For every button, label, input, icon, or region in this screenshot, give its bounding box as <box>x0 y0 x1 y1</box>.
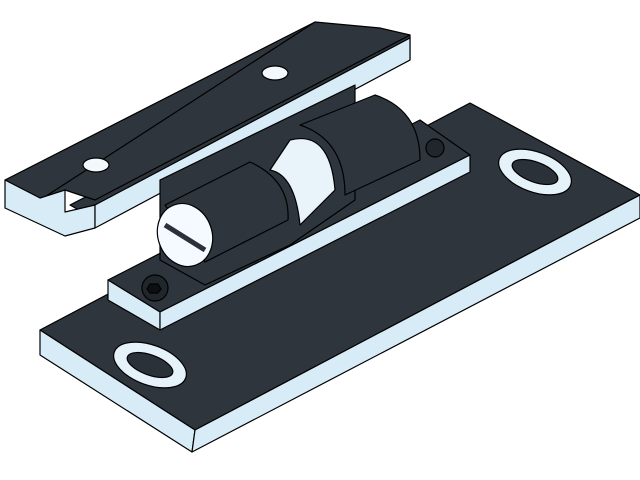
slot-hole-inner <box>126 351 174 379</box>
screw-hole <box>261 65 289 81</box>
housing-base-side <box>159 154 471 331</box>
screw-hole <box>82 157 110 173</box>
slot-screw-icon <box>163 222 207 253</box>
roller-right-body <box>299 94 421 196</box>
roller-right-highlight <box>269 138 336 226</box>
hex-socket-icon <box>146 283 162 294</box>
roller-left <box>156 161 289 268</box>
hex-socket-screw <box>425 138 445 158</box>
roller-right <box>269 94 421 226</box>
mounting-plate <box>39 102 640 453</box>
mounting-plate-side-face <box>191 194 640 453</box>
slot-hole-inner <box>511 158 559 186</box>
